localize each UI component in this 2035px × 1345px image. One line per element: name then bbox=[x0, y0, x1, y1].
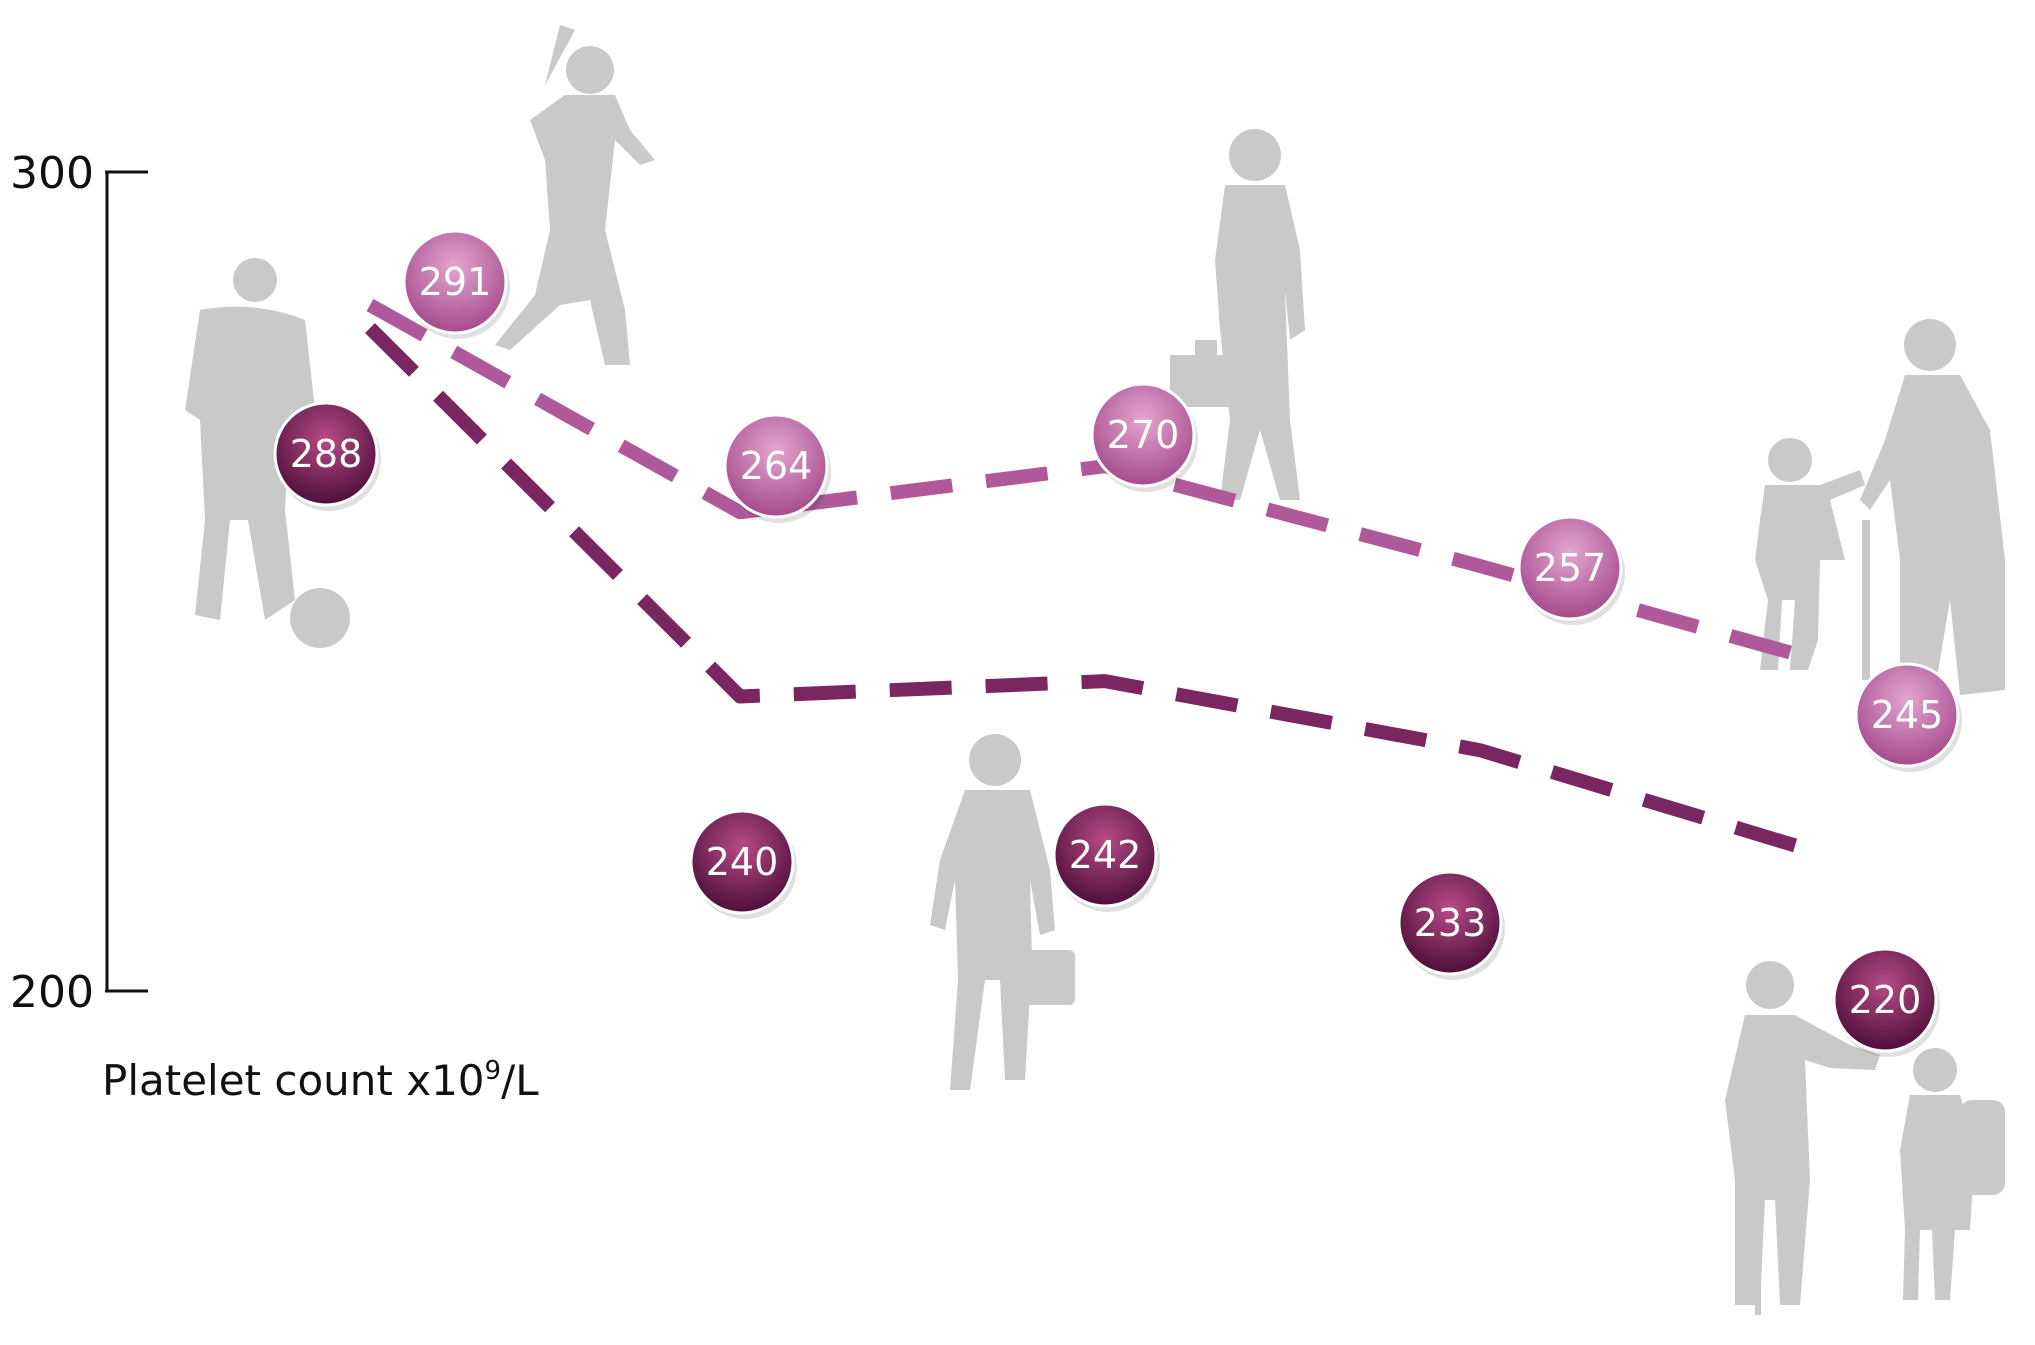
series-line-2 bbox=[365, 323, 1813, 857]
value-badge bbox=[1090, 382, 1196, 488]
value-badge bbox=[1517, 515, 1623, 621]
girl-and-grandmother-silhouette bbox=[1755, 319, 2005, 695]
y-axis-title: Platelet count x109/L bbox=[102, 1056, 539, 1105]
value-badge bbox=[402, 229, 508, 335]
data-label: 270 bbox=[1107, 413, 1180, 457]
y-tick-label-200: 200 bbox=[10, 967, 94, 1018]
value-badge bbox=[689, 809, 795, 915]
dancing-girl-silhouette bbox=[495, 25, 655, 365]
y-axis-title-superscript: 9 bbox=[485, 1056, 502, 1086]
y-tick-label-300: 300 bbox=[10, 148, 94, 199]
grandfather-and-child-silhouette bbox=[1725, 961, 2005, 1315]
data-label: 257 bbox=[1534, 546, 1607, 590]
data-label: 245 bbox=[1871, 693, 1944, 737]
value-badge bbox=[1832, 947, 1938, 1053]
data-label: 233 bbox=[1414, 901, 1487, 945]
data-label: 240 bbox=[706, 840, 779, 884]
boy-with-ball-silhouette bbox=[185, 258, 350, 648]
data-label: 242 bbox=[1069, 833, 1142, 877]
data-label: 288 bbox=[290, 432, 363, 476]
data-label: 220 bbox=[1849, 978, 1922, 1022]
data-point-series2-3: 242 bbox=[1052, 802, 1160, 912]
woman-with-briefcase-silhouette bbox=[1170, 129, 1305, 500]
data-point-series1-2: 264 bbox=[723, 413, 831, 523]
value-badge bbox=[1397, 870, 1503, 976]
y-axis-title-unit: /L bbox=[501, 1056, 539, 1105]
data-point-series1-5: 245 bbox=[1854, 662, 1962, 772]
y-axis: 300 200 bbox=[10, 148, 148, 1018]
data-point-series2-1: 288 bbox=[273, 401, 381, 511]
data-point-series2-5: 220 bbox=[1832, 947, 1940, 1057]
man-in-suit-silhouette bbox=[930, 734, 1075, 1090]
y-axis-title-text: Platelet count x10 bbox=[102, 1056, 485, 1105]
data-label: 291 bbox=[419, 260, 492, 304]
data-label: 264 bbox=[740, 444, 813, 488]
data-point-series1-3: 270 bbox=[1090, 382, 1198, 492]
value-badge bbox=[1854, 662, 1960, 768]
value-badge bbox=[723, 413, 829, 519]
value-badge bbox=[1052, 802, 1158, 908]
data-point-series1-4: 257 bbox=[1517, 515, 1625, 625]
value-badge bbox=[273, 401, 379, 507]
data-point-series1-1: 291 bbox=[402, 229, 510, 339]
data-point-series2-2: 240 bbox=[689, 809, 797, 919]
data-point-series2-4: 233 bbox=[1397, 870, 1505, 980]
silhouettes bbox=[185, 25, 2005, 1315]
badge-layer: 291 264 270 257 245 288 240 242 233 220 bbox=[273, 229, 1962, 1057]
